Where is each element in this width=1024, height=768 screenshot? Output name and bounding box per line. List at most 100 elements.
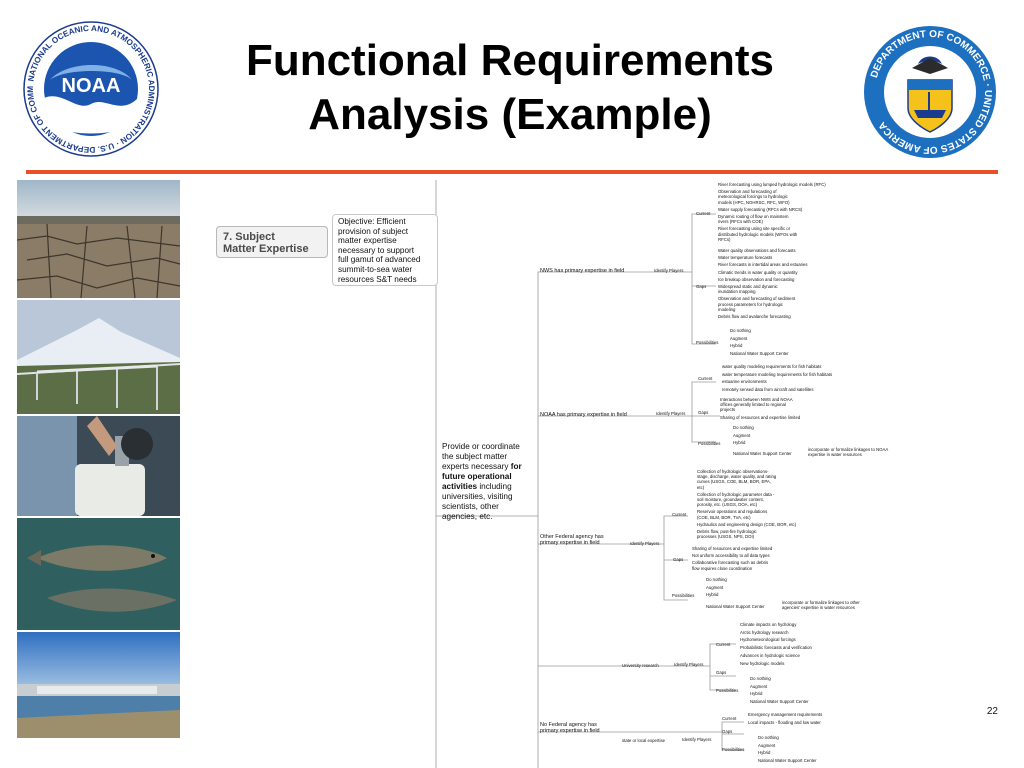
other-federal-current-item: Collection of hydrologic parameter data … [697,492,796,508]
noaa-possibilities-label: Possibilities [698,441,720,446]
objective-box: Objective: Efficient provision of subjec… [332,214,438,286]
other-federal-gap-item: Collaborative forecasting such as debris… [692,560,772,570]
university-current-item: Climate impacts on hydrology [740,622,812,627]
noaa-current-label: Current [698,376,712,381]
university-possibility-item: Augment [750,684,809,689]
state-local-label: state or local expertise [622,738,665,743]
noaa-possibility-item: Augment [733,433,792,438]
other-federal-possibilities-list: Do nothing Augment Hybrid National Water… [706,577,765,609]
state-possibilities-label: Possibilities [722,747,744,752]
section-label: 7. Subject Matter Expertise [223,231,327,255]
state-current-list: Emergency management requirements Local … [748,712,822,725]
nws-possibility-item: National Water Support Center [730,351,789,356]
noaa-possibility-item: National Water Support Center [733,451,792,456]
nws-possibility-item: Augment [730,336,789,341]
university-current-list: Climate impacts on hydrology Arctic hydr… [740,622,812,666]
noaa-possibility-item: Hybrid [733,440,792,445]
noaa-current-item: water quality modeling requirements for … [722,364,832,369]
nws-gap-item: River forecasts in intertidal areas and … [718,262,808,267]
other-federal-current-item: Debris flow, post-fire hydrologic proces… [697,529,796,539]
university-possibilities-list: Do nothing Augment Hybrid National Water… [750,676,809,704]
slide-number: 22 [987,706,998,717]
university-current-label: Current [716,642,730,647]
other-federal-nwsc-note: incorporate or formalize linkages to oth… [782,600,860,610]
other-federal-gaps-label: Gaps [673,557,683,562]
other-federal-gap-item: Sharing of resources and expertise limit… [692,546,772,551]
noaa-logo-text: NOAA [62,75,121,97]
dam-river-photo [17,632,180,738]
noaa-gap-item: Interactions between NWS and NOAA office… [720,397,800,413]
nws-current-item: River forecasting using lumped hydrologi… [718,182,826,187]
other-federal-current-item: Hydraulics and engineering design (COE, … [697,522,796,527]
other-federal-current-label: Current [672,512,686,517]
other-federal-identify-players: Identify Players [630,541,659,546]
nws-gap-item: Ice breakup observation and forecasting [718,277,808,282]
no-federal-branch-label: No Federal agency has primary expertise … [540,722,600,734]
nws-possibility-item: Do nothing [730,328,789,333]
nws-gaps-label: Gaps [696,284,706,289]
other-federal-current-list: Collection of hydrologic observations- s… [697,469,796,539]
university-identify-players: Identify Players [674,662,703,667]
noaa-identify-players: Identify Players [656,411,685,416]
nws-current-item: Water supply forecasting (RFCs with NRCS… [718,207,826,212]
nws-current-item: Dynamic routing of flow on mainstem rive… [718,214,826,224]
other-federal-possibility-item: National Water Support Center [706,604,765,609]
state-possibility-item: Do nothing [758,735,817,740]
university-current-item: Probabilistic forecasts and verification [740,645,812,650]
university-current-item: New hydrologic models [740,661,812,666]
noaa-current-list: water quality modeling requirements for … [722,364,832,392]
nws-current-list: River forecasting using lumped hydrologi… [718,182,826,242]
university-possibility-item: Do nothing [750,676,809,681]
state-possibility-item: National Water Support Center [758,758,817,763]
noaa-gap-item: Sharing of resources and expertise limit… [720,415,800,420]
noaa-current-item: water temperature modeling requirements … [722,372,832,377]
provide-text-pre: Provide or coordinate the subject matter… [442,442,520,471]
other-federal-current-item: Reservoir operations and regulations (CO… [697,509,796,519]
nws-current-item: Observation and forecasting of meteorolo… [718,189,826,205]
nws-gap-item: Widespread static and dynamic inundation… [718,284,808,294]
nws-current-item: River forecasting using site specific or… [718,226,826,242]
nws-gap-item: Debris flow and avalanche forecasting [718,314,808,319]
university-current-item: Hydrometeorological forcings [740,637,812,642]
water-jug-tap-photo [17,416,180,516]
other-federal-possibility-item: Hybrid [706,592,765,597]
state-possibility-item: Hybrid [758,750,817,755]
university-current-item: Arctic hydrology research [740,630,812,635]
state-current-label: Current [722,716,736,721]
nws-gap-item: Water quality observations and forecasts [718,248,808,253]
other-federal-gap-item: Not uniform accessibility to all data ty… [692,553,772,558]
slide-title-line1: Functional Requirements [200,34,820,88]
noaa-logo: NOAA NATIONAL OCEANIC AND ATMOSPHERIC AD… [22,20,160,158]
university-current-item: Advances in hydrologic science [740,653,812,658]
other-federal-branch-label: Other Federal agency has primary experti… [540,534,604,546]
state-current-item: Local impacts - flooding and low water [748,720,822,725]
section-label-box: 7. Subject Matter Expertise [216,226,328,258]
noaa-possibility-item: Do nothing [733,425,792,430]
university-possibilities-label: Possibilities [716,688,738,693]
noaa-possibilities-list: Do nothing Augment Hybrid National Water… [733,425,792,456]
noaa-gaps-list: Interactions between NWS and NOAA office… [720,397,800,420]
university-gaps-label: Gaps [716,670,726,675]
objective-text: Objective: Efficient provision of subjec… [338,217,437,284]
slide-title-line2: Analysis (Example) [200,88,820,142]
university-research-label: University research [622,663,659,668]
header-divider [26,170,998,174]
noaa-gaps-label: Gaps [698,410,708,415]
irrigation-mountain-photo [17,300,180,414]
noaa-nwsc-note: incorporate or formalize linkages to NOA… [808,447,888,457]
noaa-branch-label: NOAA has primary expertise in field [540,412,627,418]
university-possibility-item: Hybrid [750,691,809,696]
nws-possibilities-list: Do nothing Augment Hybrid National Water… [730,328,789,356]
slide-title: Functional Requirements Analysis (Exampl… [200,34,820,142]
doc-seal-logo: DEPARTMENT OF COMMERCE · UNITED STATES O… [862,24,998,160]
other-federal-possibility-item: Augment [706,585,765,590]
salmon-underwater-photo [17,518,180,630]
nws-gap-item: Climatic trends in water quality or quan… [718,270,808,275]
nws-branch-label: NWS has primary expertise in field [540,268,624,274]
state-possibilities-list: Do nothing Augment Hybrid National Water… [758,735,817,763]
nws-gap-item: Observation and forecasting of sediment … [718,296,808,312]
nws-current-label: Current [696,211,710,216]
noaa-current-item: remotely sensed data from aircraft and s… [722,387,832,392]
noaa-current-item: estuarine environments [722,379,832,384]
nws-gap-item: Water temperature forecasts [718,255,808,260]
